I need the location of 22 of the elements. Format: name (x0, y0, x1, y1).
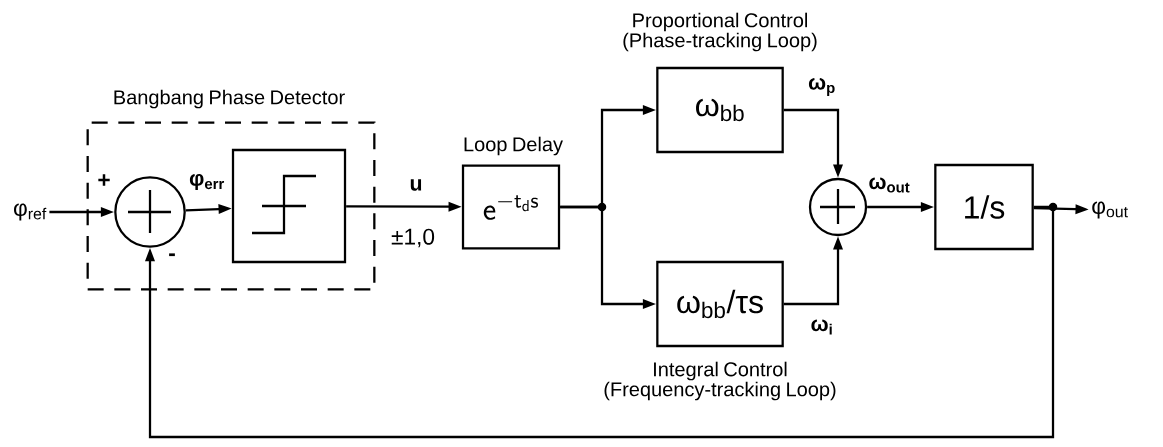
block-box: ω$_{bb}$/τs (656, 260, 784, 348)
sign-label: ±1,0 (391, 228, 435, 248)
edge-label: ω$_{i}$ (811, 319, 832, 335)
sign-label: - (169, 253, 175, 257)
block-box: $\mathsf{e}^{\mathsf{-t_d s}}$ (461, 164, 561, 250)
edge-label: u (410, 179, 422, 191)
arrow (145, 205, 1055, 439)
edge-label: ω$_{out}$ (869, 177, 910, 193)
sign-label: + (98, 174, 110, 186)
signal-label: φ$_{out}$ (1092, 201, 1128, 219)
signal-label: φ$_{ref}$ (14, 203, 47, 221)
summing-junction (114, 176, 186, 248)
edge-label: ω$_{p}$ (808, 78, 835, 96)
edge-label: φ$_{err}$ (189, 174, 225, 190)
heading-text: Proportional Control (Phase-tracking Loop) (623, 12, 817, 52)
summing-junction (808, 177, 868, 237)
block-box (231, 148, 347, 264)
heading-text: Bangbang Phase Detector (114, 89, 345, 109)
block-box: ω$_{bb}$ (656, 66, 784, 154)
block-box: 1/s (934, 163, 1034, 251)
heading-text: Integral Control (Frequency-tracking Loop) (604, 361, 836, 401)
heading-text: Loop Delay (464, 136, 563, 156)
